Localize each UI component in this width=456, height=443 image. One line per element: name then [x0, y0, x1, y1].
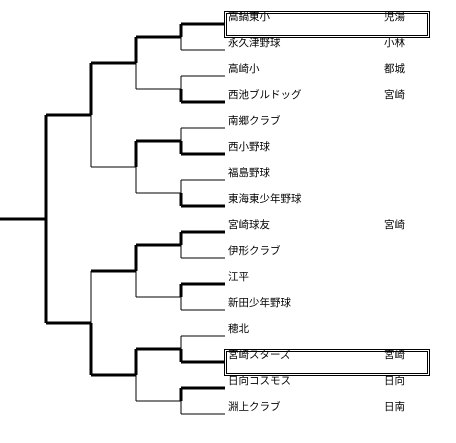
- bracket-team-row: 伊形クラブ: [228, 243, 428, 259]
- bracket-team-row: 宮崎球友 宮崎: [228, 217, 428, 233]
- bracket-team-row: 高崎小 都城: [228, 61, 428, 77]
- bracket-team-row: 江平: [228, 269, 428, 285]
- team-region: 日南: [384, 401, 405, 413]
- bracket-team-row: 日向コスモス 日向: [228, 373, 428, 389]
- team-name: 宮崎スターズ: [228, 349, 291, 361]
- team-region: 小林: [384, 37, 405, 49]
- bracket-team-row: 東海東少年野球: [228, 191, 428, 207]
- bracket-team-row: 穂北: [228, 321, 428, 337]
- team-name: 日向コスモス: [228, 375, 291, 387]
- team-name: 高鍋東小: [228, 11, 270, 23]
- bracket-team-row: 宮崎スターズ 宮崎: [228, 347, 428, 363]
- team-region: 宮崎: [384, 349, 405, 361]
- highlight-box: [224, 349, 430, 376]
- team-name: 東海東少年野球: [228, 193, 302, 205]
- team-name: 福島野球: [228, 167, 270, 179]
- bracket-team-row: 高鍋東小 児湯: [228, 9, 428, 25]
- team-name: 南郷クラブ: [228, 115, 281, 127]
- team-region: 児湯: [384, 11, 405, 23]
- bracket-team-row: 永久津野球 小林: [228, 35, 428, 51]
- team-name: 永久津野球: [228, 37, 281, 49]
- team-region: 宮崎: [384, 219, 405, 231]
- bracket-team-row: 新田少年野球: [228, 295, 428, 311]
- team-name: 穂北: [228, 323, 249, 335]
- team-region: 都城: [384, 63, 405, 75]
- team-name: 淵上クラブ: [228, 401, 281, 413]
- team-name: 江平: [228, 271, 249, 283]
- team-region: 宮崎: [384, 89, 405, 101]
- highlight-box: [224, 11, 430, 38]
- bracket-team-row: 西池ブルドッグ 宮崎: [228, 87, 428, 103]
- team-name: 宮崎球友: [228, 219, 270, 231]
- team-name: 西池ブルドッグ: [228, 89, 302, 101]
- bracket-team-row: 福島野球: [228, 165, 428, 181]
- team-name: 西小野球: [228, 141, 270, 153]
- team-name: 新田少年野球: [228, 297, 291, 309]
- team-name: 伊形クラブ: [228, 245, 281, 257]
- team-region: 日向: [384, 375, 405, 387]
- bracket-team-row: 南郷クラブ: [228, 113, 428, 129]
- bracket-team-row: 西小野球: [228, 139, 428, 155]
- team-name: 高崎小: [228, 63, 260, 75]
- bracket-team-row: 淵上クラブ 日南: [228, 399, 428, 415]
